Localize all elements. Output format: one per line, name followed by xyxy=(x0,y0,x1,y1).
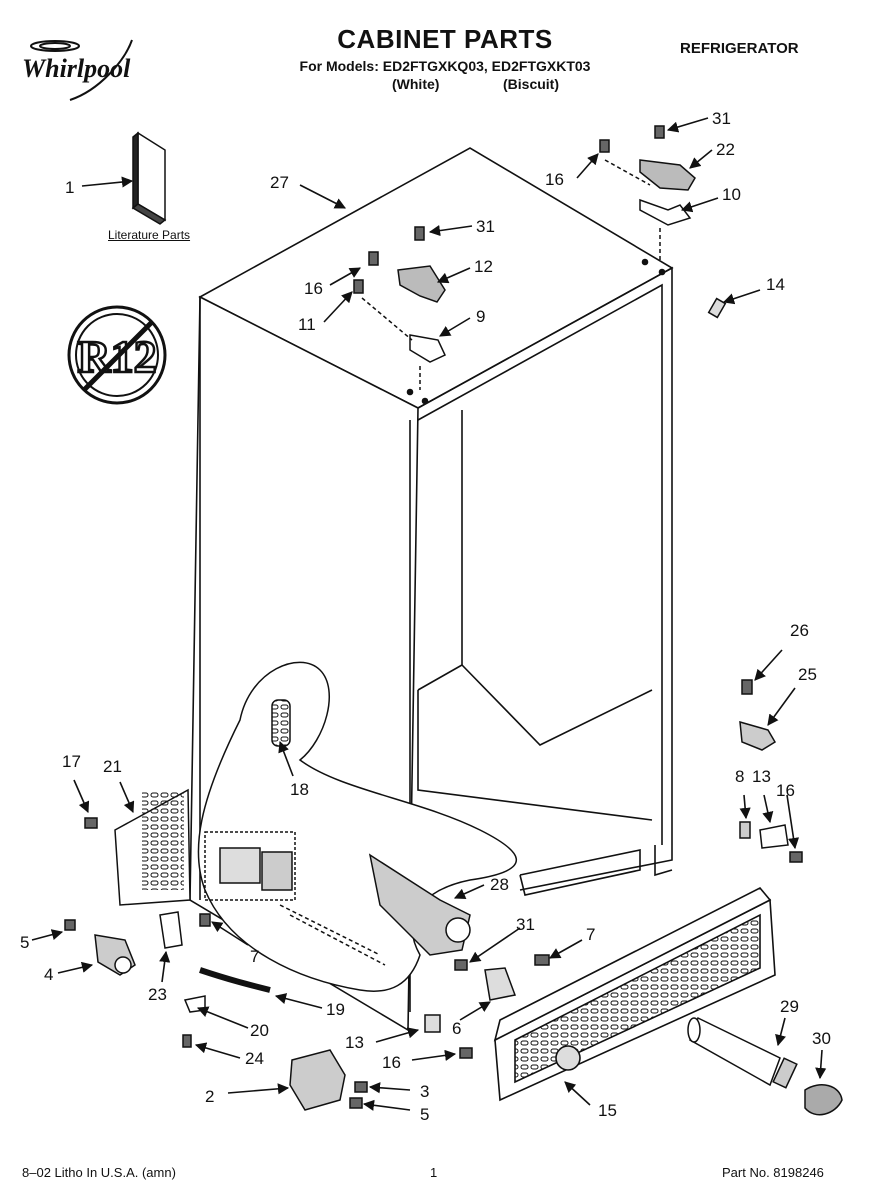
footer-part-number: Part No. 8198246 xyxy=(722,1165,824,1180)
callout-25: 25 xyxy=(798,665,817,684)
footer-page-number: 1 xyxy=(430,1165,438,1180)
callout-26: 26 xyxy=(790,621,809,640)
callout-16-center: 16 xyxy=(304,279,323,298)
callout-23: 23 xyxy=(148,985,167,1004)
callout-28: 28 xyxy=(490,875,509,894)
leader-lines xyxy=(31,117,827,1111)
left-side-panel-and-parts xyxy=(64,788,368,1111)
callout-1: 1 xyxy=(65,178,74,197)
callout-17: 17 xyxy=(62,752,81,771)
callout-27: 27 xyxy=(270,173,289,192)
whirlpool-logo: Whirlpool xyxy=(22,54,131,83)
callout-8: 8 xyxy=(735,767,744,786)
callout-4: 4 xyxy=(44,965,53,984)
callout-5-lower: 5 xyxy=(420,1105,429,1124)
callout-3: 3 xyxy=(420,1082,429,1101)
literature-parts-label: Literature Parts xyxy=(108,228,191,242)
model-numbers: For Models: ED2FTGXKQ03, ED2FTGXKT03 xyxy=(299,58,591,74)
callout-numbers: 1 27 31 22 16 10 31 12 16 11 9 14 26 25 … xyxy=(20,109,831,1124)
callout-16-lower: 16 xyxy=(382,1053,401,1072)
callout-31-center: 31 xyxy=(476,217,495,236)
callout-31-lower: 31 xyxy=(516,915,535,934)
right-hinge-and-grille-parts xyxy=(368,679,803,1059)
callout-9: 9 xyxy=(476,307,485,326)
callout-14: 14 xyxy=(766,275,785,294)
callout-30: 30 xyxy=(812,1029,831,1048)
callout-2: 2 xyxy=(205,1087,214,1106)
variant-biscuit: (Biscuit) xyxy=(503,76,559,92)
callout-19: 19 xyxy=(326,1000,345,1019)
callout-16-right: 16 xyxy=(776,781,795,800)
top-hinge-assembly-center xyxy=(353,226,446,390)
no-r12-badge: R12 xyxy=(67,305,167,405)
callout-7-right: 7 xyxy=(586,925,595,944)
callout-10: 10 xyxy=(722,185,741,204)
callout-7-left: 7 xyxy=(250,947,259,966)
page-title: CABINET PARTS xyxy=(337,24,553,54)
callout-21: 21 xyxy=(103,757,122,776)
water-filter xyxy=(687,1016,843,1116)
top-hinge-assembly-right xyxy=(599,125,727,319)
callout-13-right: 13 xyxy=(752,767,771,786)
variant-white: (White) xyxy=(392,76,440,92)
base-grille xyxy=(493,886,776,1102)
appliance-category: REFRIGERATOR xyxy=(680,40,799,57)
callout-18: 18 xyxy=(290,780,309,799)
callout-20: 20 xyxy=(250,1021,269,1040)
callout-15: 15 xyxy=(598,1101,617,1120)
callout-16-top: 16 xyxy=(545,170,564,189)
callout-22: 22 xyxy=(716,140,735,159)
callout-24: 24 xyxy=(245,1049,264,1068)
literature-booklet xyxy=(131,131,167,225)
callout-12: 12 xyxy=(474,257,493,276)
callout-29: 29 xyxy=(780,997,799,1016)
callout-5-left: 5 xyxy=(20,933,29,952)
callout-31-top: 31 xyxy=(712,109,731,128)
machine-compartment-cutaway xyxy=(197,661,517,992)
whirlpool-swirl-icon xyxy=(30,39,133,101)
callout-11: 11 xyxy=(298,315,316,334)
callout-6: 6 xyxy=(452,1019,461,1038)
footer-print-info: 8–02 Litho In U.S.A. (amn) xyxy=(22,1165,176,1180)
callout-13-lower: 13 xyxy=(345,1033,364,1052)
